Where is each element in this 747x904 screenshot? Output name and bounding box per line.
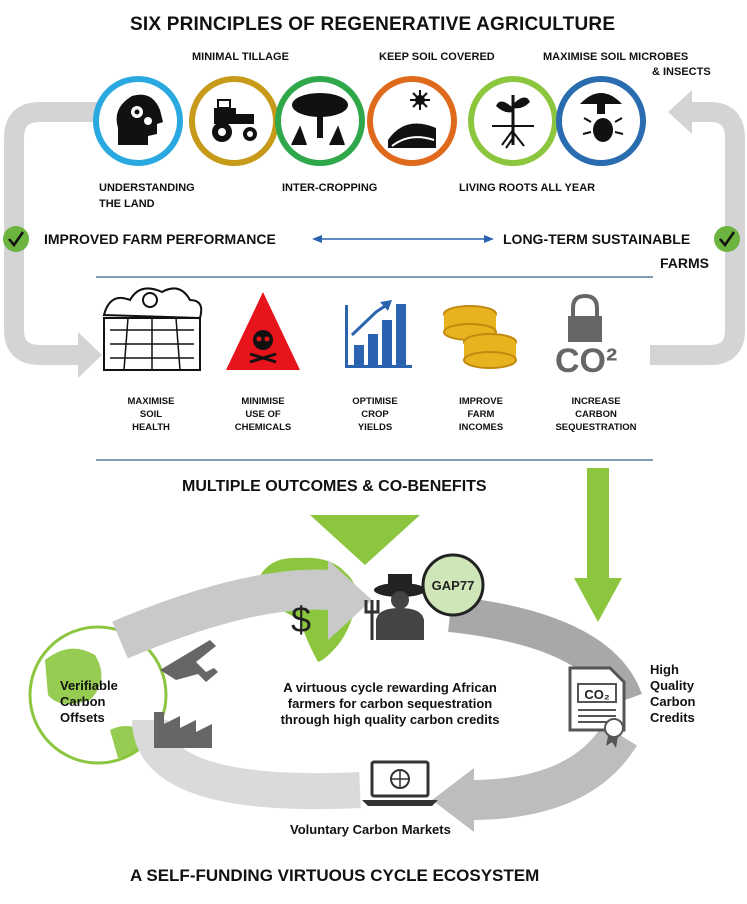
principle-label-keep-soil-covered: KEEP SOIL COVERED: [379, 51, 495, 63]
cycle-bottom-arrow: [469, 723, 638, 820]
co2-lock-icon: [568, 293, 602, 342]
carbon-credit-document-icon: [568, 666, 626, 748]
check-icon-right: [714, 226, 740, 252]
principle-label-minimal-tillage: MINIMAL TILLAGE: [192, 51, 289, 63]
principle-label-understanding-line1: UNDERSTANDING: [99, 182, 195, 194]
principle-label-understanding-line2: THE LAND: [99, 198, 155, 210]
doc-co2-label: CO₂: [584, 687, 610, 702]
footer-title: A SELF-FUNDING VIRTUOUS CYCLE ECOSYSTEM: [130, 866, 540, 885]
right-loop-arrowhead: [668, 90, 692, 134]
double-arrow-right-head: [484, 235, 494, 243]
dollar-icon: $: [291, 599, 311, 640]
voluntary-carbon-markets: Voluntary Carbon Markets: [290, 822, 451, 837]
check-icon-left: [3, 226, 29, 252]
co2-label: CO²: [555, 342, 617, 380]
improved-farm-performance: IMPROVED FARM PERFORMANCE: [44, 231, 276, 247]
coins-icon: [443, 305, 517, 369]
principle-label-maximise-soil-line2: & INSECTS: [652, 66, 711, 78]
farmer-icon: [364, 574, 426, 640]
mushroom-beetle-icon: [556, 76, 646, 166]
principle-label-inter-cropping: INTER-CROPPING: [282, 182, 378, 194]
principle-label-living-roots: LIVING ROOTS ALL YEAR: [459, 182, 596, 194]
cycle-left-arrow: [132, 718, 361, 810]
green-right-arrow-shaft: [587, 468, 609, 580]
growth-chart-icon: [345, 300, 412, 368]
long-term-sustainable-line2: FARMS: [660, 255, 709, 271]
gap77-label: GAP77: [432, 578, 475, 593]
cycle-bottom-arrowhead: [432, 768, 474, 832]
plant-roots-icon: [468, 76, 558, 166]
hazard-skull-icon: [226, 292, 300, 370]
principle-circles: [93, 76, 646, 166]
double-arrow-left-head: [312, 235, 322, 243]
principle-label-maximise-soil-line1: MAXIMISE SOIL MICROBES: [543, 51, 689, 63]
left-loop-arrowhead: [78, 332, 102, 378]
green-right-arrowhead: [574, 578, 622, 622]
globe-land-icon: [45, 648, 102, 704]
sun-field-icon: [367, 76, 457, 166]
cycle-top-arrow: [112, 569, 332, 659]
cycle-top-arrowhead: [328, 560, 372, 640]
long-term-sustainable-line1: LONG-TERM SUSTAINABLE: [503, 231, 691, 247]
page-title: SIX PRINCIPLES OF REGENERATIVE AGRICULTU…: [130, 14, 616, 35]
soil-health-icon: [102, 287, 203, 371]
laptop-icon: [362, 760, 438, 806]
outcomes-heading: MULTIPLE OUTCOMES & CO-BENEFITS: [182, 478, 487, 495]
green-down-triangle: [310, 515, 420, 565]
tree-crops-icon: [275, 76, 365, 166]
gap77-badge: [421, 553, 485, 617]
plane-icon: [160, 640, 218, 682]
factory-icon: [154, 712, 212, 748]
tractor-icon: [189, 76, 279, 166]
head-gears-icon: [93, 76, 183, 166]
